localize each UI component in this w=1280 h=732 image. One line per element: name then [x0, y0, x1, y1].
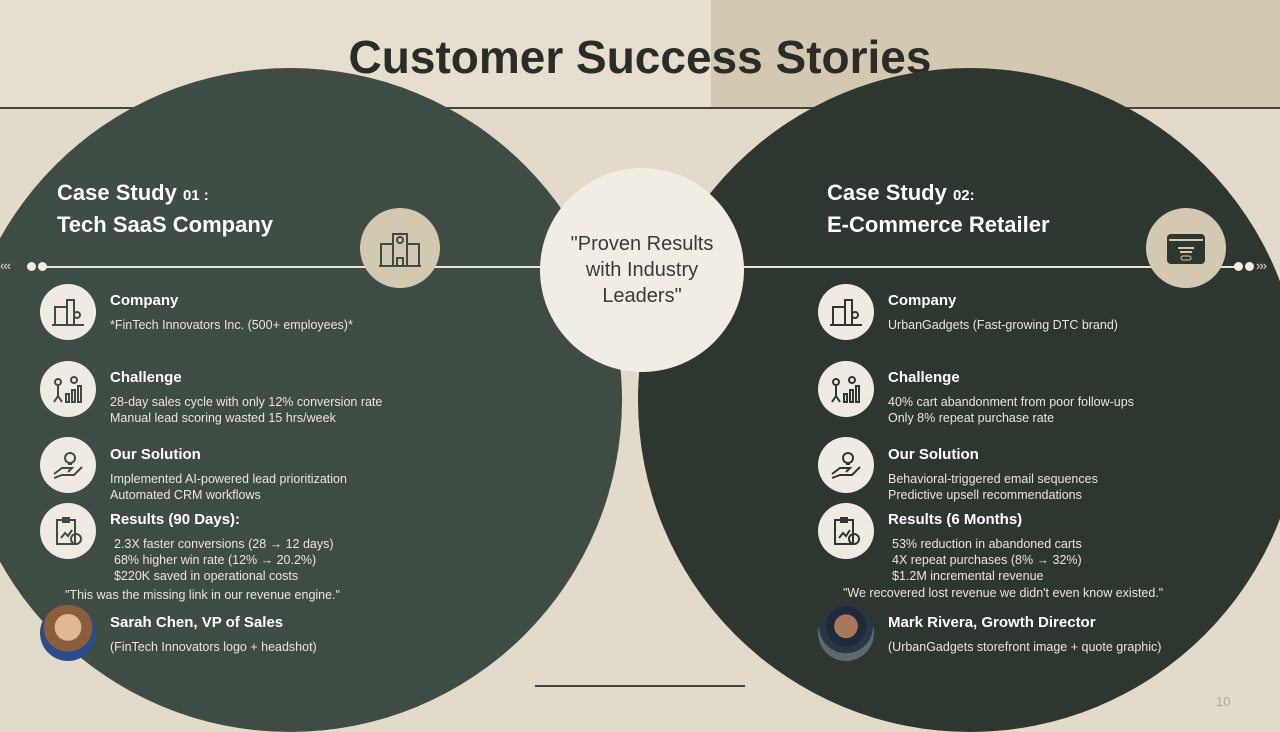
dot-icon: [1234, 262, 1243, 271]
company-heading: Company: [888, 292, 957, 309]
company-building-icon: [818, 284, 874, 340]
clipboard-report-icon: [40, 503, 96, 559]
solution-text: Behavioral-triggered email sequences Pre…: [888, 472, 1098, 502]
person-note: (UrbanGadgets storefront image + quote g…: [888, 640, 1162, 654]
solution-heading: Our Solution: [110, 446, 201, 463]
right-arrows-icon: ›››: [1256, 258, 1267, 273]
challenge-text: 28-day sales cycle with only 12% convers…: [110, 395, 383, 425]
lightbulb-hand-icon: [818, 437, 874, 493]
right-panel: [638, 68, 1280, 732]
person-name: Sarah Chen, VP of Sales: [110, 614, 284, 631]
office-building-icon: [360, 208, 440, 288]
storefront-icon: [1146, 208, 1226, 288]
company-text: *FinTech Innovators Inc. (500+ employees…: [110, 318, 353, 332]
challenge-chart-icon: [40, 361, 96, 417]
clipboard-report-icon: [818, 503, 874, 559]
challenge-chart-icon: [818, 361, 874, 417]
testimonial-quote: "This was the missing link in our revenu…: [65, 588, 340, 602]
testimonial-quote: "We recovered lost revenue we didn't eve…: [843, 586, 1164, 600]
results-text: 2.3X faster conversions (28 → 12 days) 6…: [114, 537, 334, 583]
bottom-divider: [535, 685, 745, 687]
company-building-icon: [40, 284, 96, 340]
lightbulb-hand-icon: [40, 437, 96, 493]
page-number: 10: [1216, 694, 1231, 709]
results-heading: Results (6 Months): [888, 511, 1023, 528]
avatar: [818, 605, 874, 661]
dot-icon: [27, 262, 36, 271]
challenge-text: 40% cart abandonment from poor follow-up…: [888, 395, 1134, 425]
person-name: Mark Rivera, Growth Director: [888, 614, 1096, 631]
challenge-heading: Challenge: [110, 369, 182, 386]
person-note: (FinTech Innovators logo + headshot): [110, 640, 317, 654]
solution-heading: Our Solution: [888, 446, 979, 463]
solution-text: Implemented AI-powered lead prioritizati…: [110, 472, 347, 502]
results-text: 53% reduction in abandoned carts 4X repe…: [892, 537, 1082, 583]
avatar: [40, 605, 96, 661]
page-title: Customer Success Stories: [348, 31, 932, 83]
left-arrows-icon: ‹‹‹: [0, 258, 11, 273]
case-study-title: Case Study 02:E-Commerce Retailer: [827, 180, 1050, 237]
case-study-title: Case Study 01 :Tech SaaS Company: [57, 180, 273, 237]
dot-icon: [38, 262, 47, 271]
center-quote: "Proven Results with Industry Leaders": [540, 168, 744, 372]
divider: [0, 107, 1280, 109]
results-heading: Results (90 Days):: [110, 511, 241, 528]
dot-icon: [1245, 262, 1254, 271]
left-panel: [0, 68, 622, 732]
company-text: UrbanGadgets (Fast-growing DTC brand): [888, 318, 1118, 332]
challenge-heading: Challenge: [888, 369, 960, 386]
company-heading: Company: [110, 292, 179, 309]
